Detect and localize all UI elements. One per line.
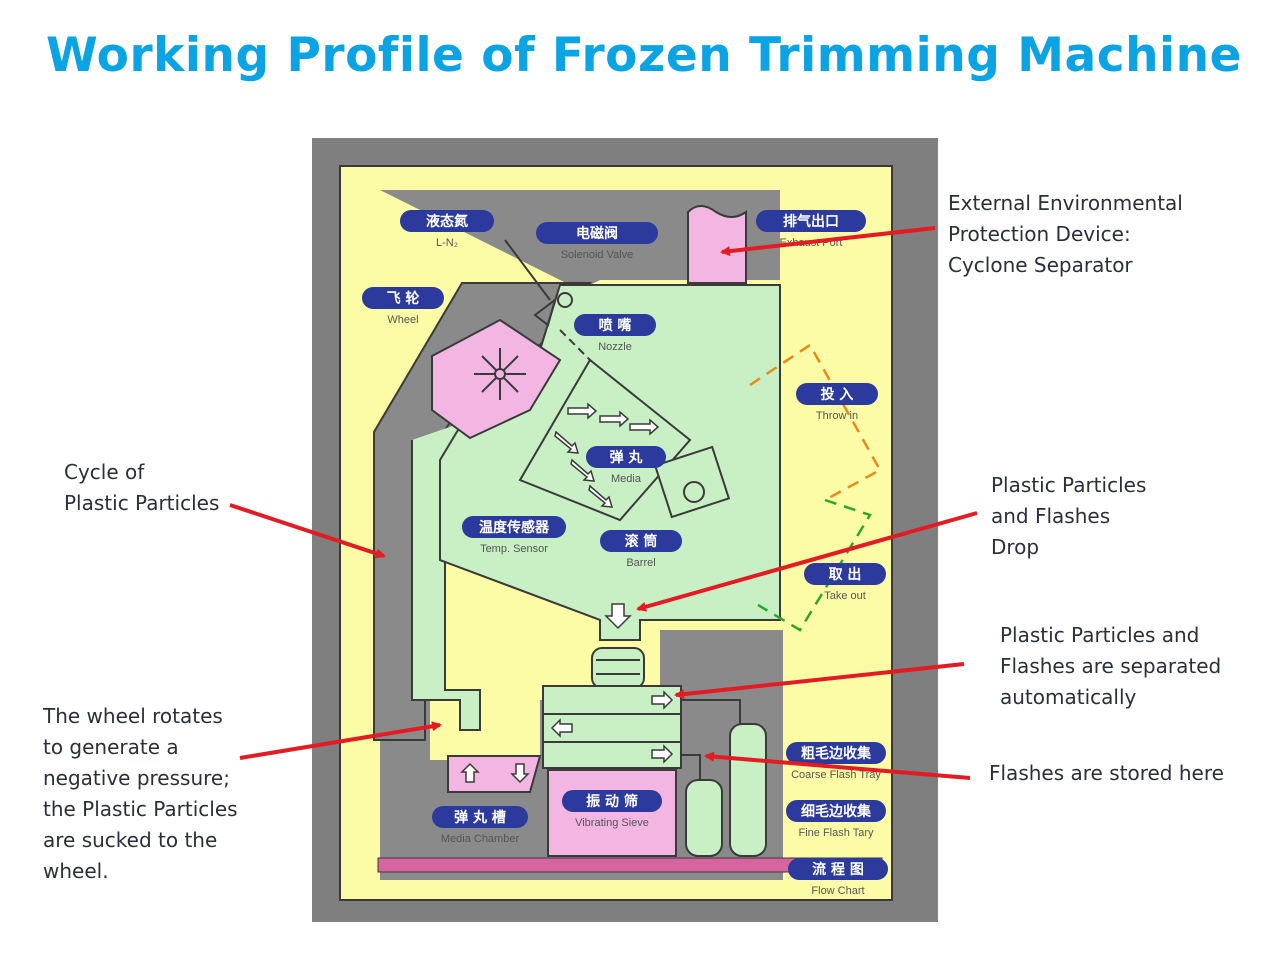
label-barrel: 滚 筒 Barrel [600, 530, 682, 569]
label-nozzle: 喷 嘴 Nozzle [574, 314, 656, 353]
svg-text:飞 轮: 飞 轮 [387, 290, 420, 307]
fine-flash-tray [685, 779, 723, 857]
svg-text:喷 嘴: 喷 嘴 [599, 317, 632, 334]
barrel-shaft-icon [683, 481, 705, 503]
note-stored: Flashes are stored here [989, 761, 1224, 785]
svg-text:Wheel: Wheel [387, 314, 418, 326]
arrow-stored [704, 751, 971, 780]
svg-text:弹 丸 槽: 弹 丸 槽 [454, 809, 506, 826]
svg-text:细毛边收集: 细毛边收集 [801, 803, 872, 820]
note-separated: Plastic Particles and Flashes are separa… [1000, 623, 1222, 709]
svg-text:投 入: 投 入 [821, 387, 854, 403]
sieve-arrows [550, 690, 674, 764]
label-media: 弹 丸 Media [586, 446, 666, 485]
note-external-device: External Environmental Protection Device… [948, 191, 1183, 277]
nozzle-icon [533, 292, 573, 327]
barrel [518, 358, 692, 522]
svg-text:Fine Flash Tary: Fine Flash Tary [799, 827, 874, 839]
ln2-line [504, 239, 551, 301]
svg-text:Media Chamber: Media Chamber [441, 833, 520, 845]
svg-text:Vibrating Sieve: Vibrating Sieve [575, 817, 649, 829]
note-cycle: Cycle of Plastic Particles [64, 460, 220, 515]
svg-text:Take out: Take out [824, 590, 866, 602]
page-title: Working Profile of Frozen Trimming Machi… [46, 28, 1242, 83]
svg-text:Coarse Flash Tray: Coarse Flash Tray [791, 769, 881, 781]
drop-arrow-icon [604, 603, 632, 630]
svg-text:弹 丸: 弹 丸 [610, 449, 644, 466]
label-flow-chart: 流 程 图 Flow Chart [788, 858, 888, 897]
bellows [591, 647, 645, 689]
tray-pipes [681, 699, 741, 790]
svg-text:Media: Media [611, 473, 642, 485]
arrow-cycle [229, 503, 386, 559]
arrow-wheel [239, 721, 442, 760]
arrow-exhaust [720, 226, 936, 257]
label-fine-flash-tray: 细毛边收集 Fine Flash Tary [786, 800, 886, 839]
label-wheel: 飞 轮 Wheel [362, 287, 444, 326]
svg-text:Throw in: Throw in [816, 410, 858, 422]
svg-text:Barrel: Barrel [626, 557, 655, 569]
label-coarse-flash-tray: 粗毛边收集 Coarse Flash Tray [786, 742, 886, 781]
svg-text:振 动 筛: 振 动 筛 [586, 793, 638, 810]
svg-text:滚 筒: 滚 筒 [625, 533, 658, 550]
chamber-arrows [460, 762, 530, 784]
label-take-out: 取 出 Take out [804, 563, 886, 602]
svg-text:液态氮: 液态氮 [426, 213, 468, 230]
take-out-path [757, 498, 872, 632]
vibrating-sieve [547, 769, 677, 857]
label-media-chamber: 弹 丸 槽 Media Chamber [432, 806, 528, 845]
svg-text:Temp. Sensor: Temp. Sensor [480, 543, 548, 555]
svg-text:L-N₂: L-N₂ [436, 237, 458, 249]
svg-text:排气出口: 排气出口 [783, 213, 839, 230]
wheel-fan-icon [474, 348, 526, 400]
svg-text:Flow Chart: Flow Chart [811, 885, 864, 897]
label-throw-in: 投 入 Throw in [796, 383, 878, 422]
throw-in-path [749, 343, 882, 502]
svg-text:电磁阀: 电磁阀 [576, 225, 618, 242]
svg-text:流 程 图: 流 程 图 [812, 861, 864, 878]
note-wheel: The wheel rotates to generate a negative… [43, 704, 238, 883]
label-vibrating-sieve: 振 动 筛 Vibrating Sieve [562, 790, 662, 829]
note-drop: Plastic Particles and Flashes Drop [991, 473, 1147, 559]
label-temp-sensor: 温度传感器 Temp. Sensor [462, 516, 566, 555]
svg-text:Nozzle: Nozzle [598, 341, 632, 353]
svg-text:温度传感器: 温度传感器 [479, 519, 550, 536]
arrow-separated [674, 662, 965, 700]
exhaust-port [687, 205, 747, 284]
label-ln2: 液态氮 L-N₂ [400, 210, 494, 249]
media-flow-arrows [554, 402, 660, 508]
return-pipe [411, 419, 481, 731]
svg-text:Solenoid Valve: Solenoid Valve [561, 249, 634, 261]
coarse-flash-tray [729, 723, 767, 857]
svg-text:取 出: 取 出 [829, 566, 862, 583]
svg-text:粗毛边收集: 粗毛边收集 [801, 745, 872, 762]
label-solenoid-valve: 电磁阀 Solenoid Valve [536, 222, 658, 261]
arrow-drop [636, 511, 978, 612]
